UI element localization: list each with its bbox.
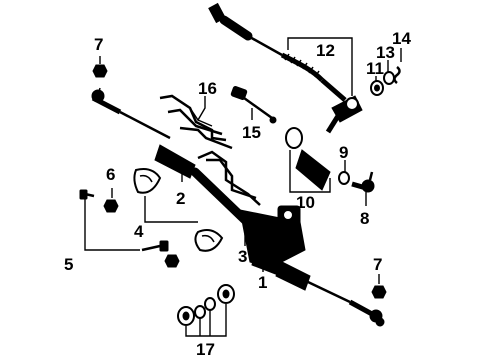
callout-13: 13 [376, 43, 395, 62]
pressure-lines-16 [159, 94, 261, 206]
callout-3: 3 [238, 247, 247, 266]
inner-ball-joint [325, 95, 363, 134]
leader-17 [185, 304, 227, 337]
callout-5: 5 [64, 255, 73, 274]
leader-16b [197, 119, 213, 127]
leader-10 [289, 150, 331, 193]
bolt-5-bottom [141, 240, 169, 252]
left-boot [154, 144, 196, 179]
rod-15 [230, 85, 277, 124]
lock-nut-11 [370, 80, 384, 96]
left-tie-rod-end [91, 87, 171, 140]
callout-17: 17 [196, 340, 215, 359]
nut-5-bottom [164, 254, 180, 268]
nut-7-top [92, 64, 108, 78]
leader-4 [144, 196, 198, 223]
callout-8: 8 [360, 209, 369, 228]
washer-13 [383, 71, 395, 85]
inner-tie-rod-12 [208, 2, 347, 102]
callout-11: 11 [366, 59, 384, 78]
callout-6: 6 [106, 165, 115, 184]
callout-16: 16 [198, 79, 217, 98]
nut-7-bottom [371, 285, 387, 299]
callout-12: 12 [316, 41, 335, 60]
nut-6 [103, 199, 119, 213]
callout-2: 2 [176, 189, 185, 208]
callout-9: 9 [339, 143, 348, 162]
callout-4: 4 [134, 222, 144, 241]
callout-7-bottom: 7 [373, 255, 382, 274]
clamp-9 [338, 171, 350, 185]
callout-7-top: 7 [94, 35, 103, 54]
clip-14 [393, 66, 401, 84]
right-tie-rod [275, 261, 385, 327]
callout-10: 10 [296, 193, 315, 212]
bracket-6 [133, 168, 162, 194]
boot-10 [285, 127, 331, 191]
callout-1: 1 [258, 273, 267, 292]
bracket-4 [194, 229, 224, 252]
callout-14: 14 [392, 29, 411, 48]
callout-15: 15 [242, 123, 261, 142]
bolt-5-top [79, 189, 95, 200]
leader-16 [189, 96, 206, 122]
leader-12 [287, 37, 353, 96]
rack-housing [190, 167, 306, 276]
tie-rod-end-8 [351, 171, 375, 193]
leader-5 [84, 198, 140, 251]
